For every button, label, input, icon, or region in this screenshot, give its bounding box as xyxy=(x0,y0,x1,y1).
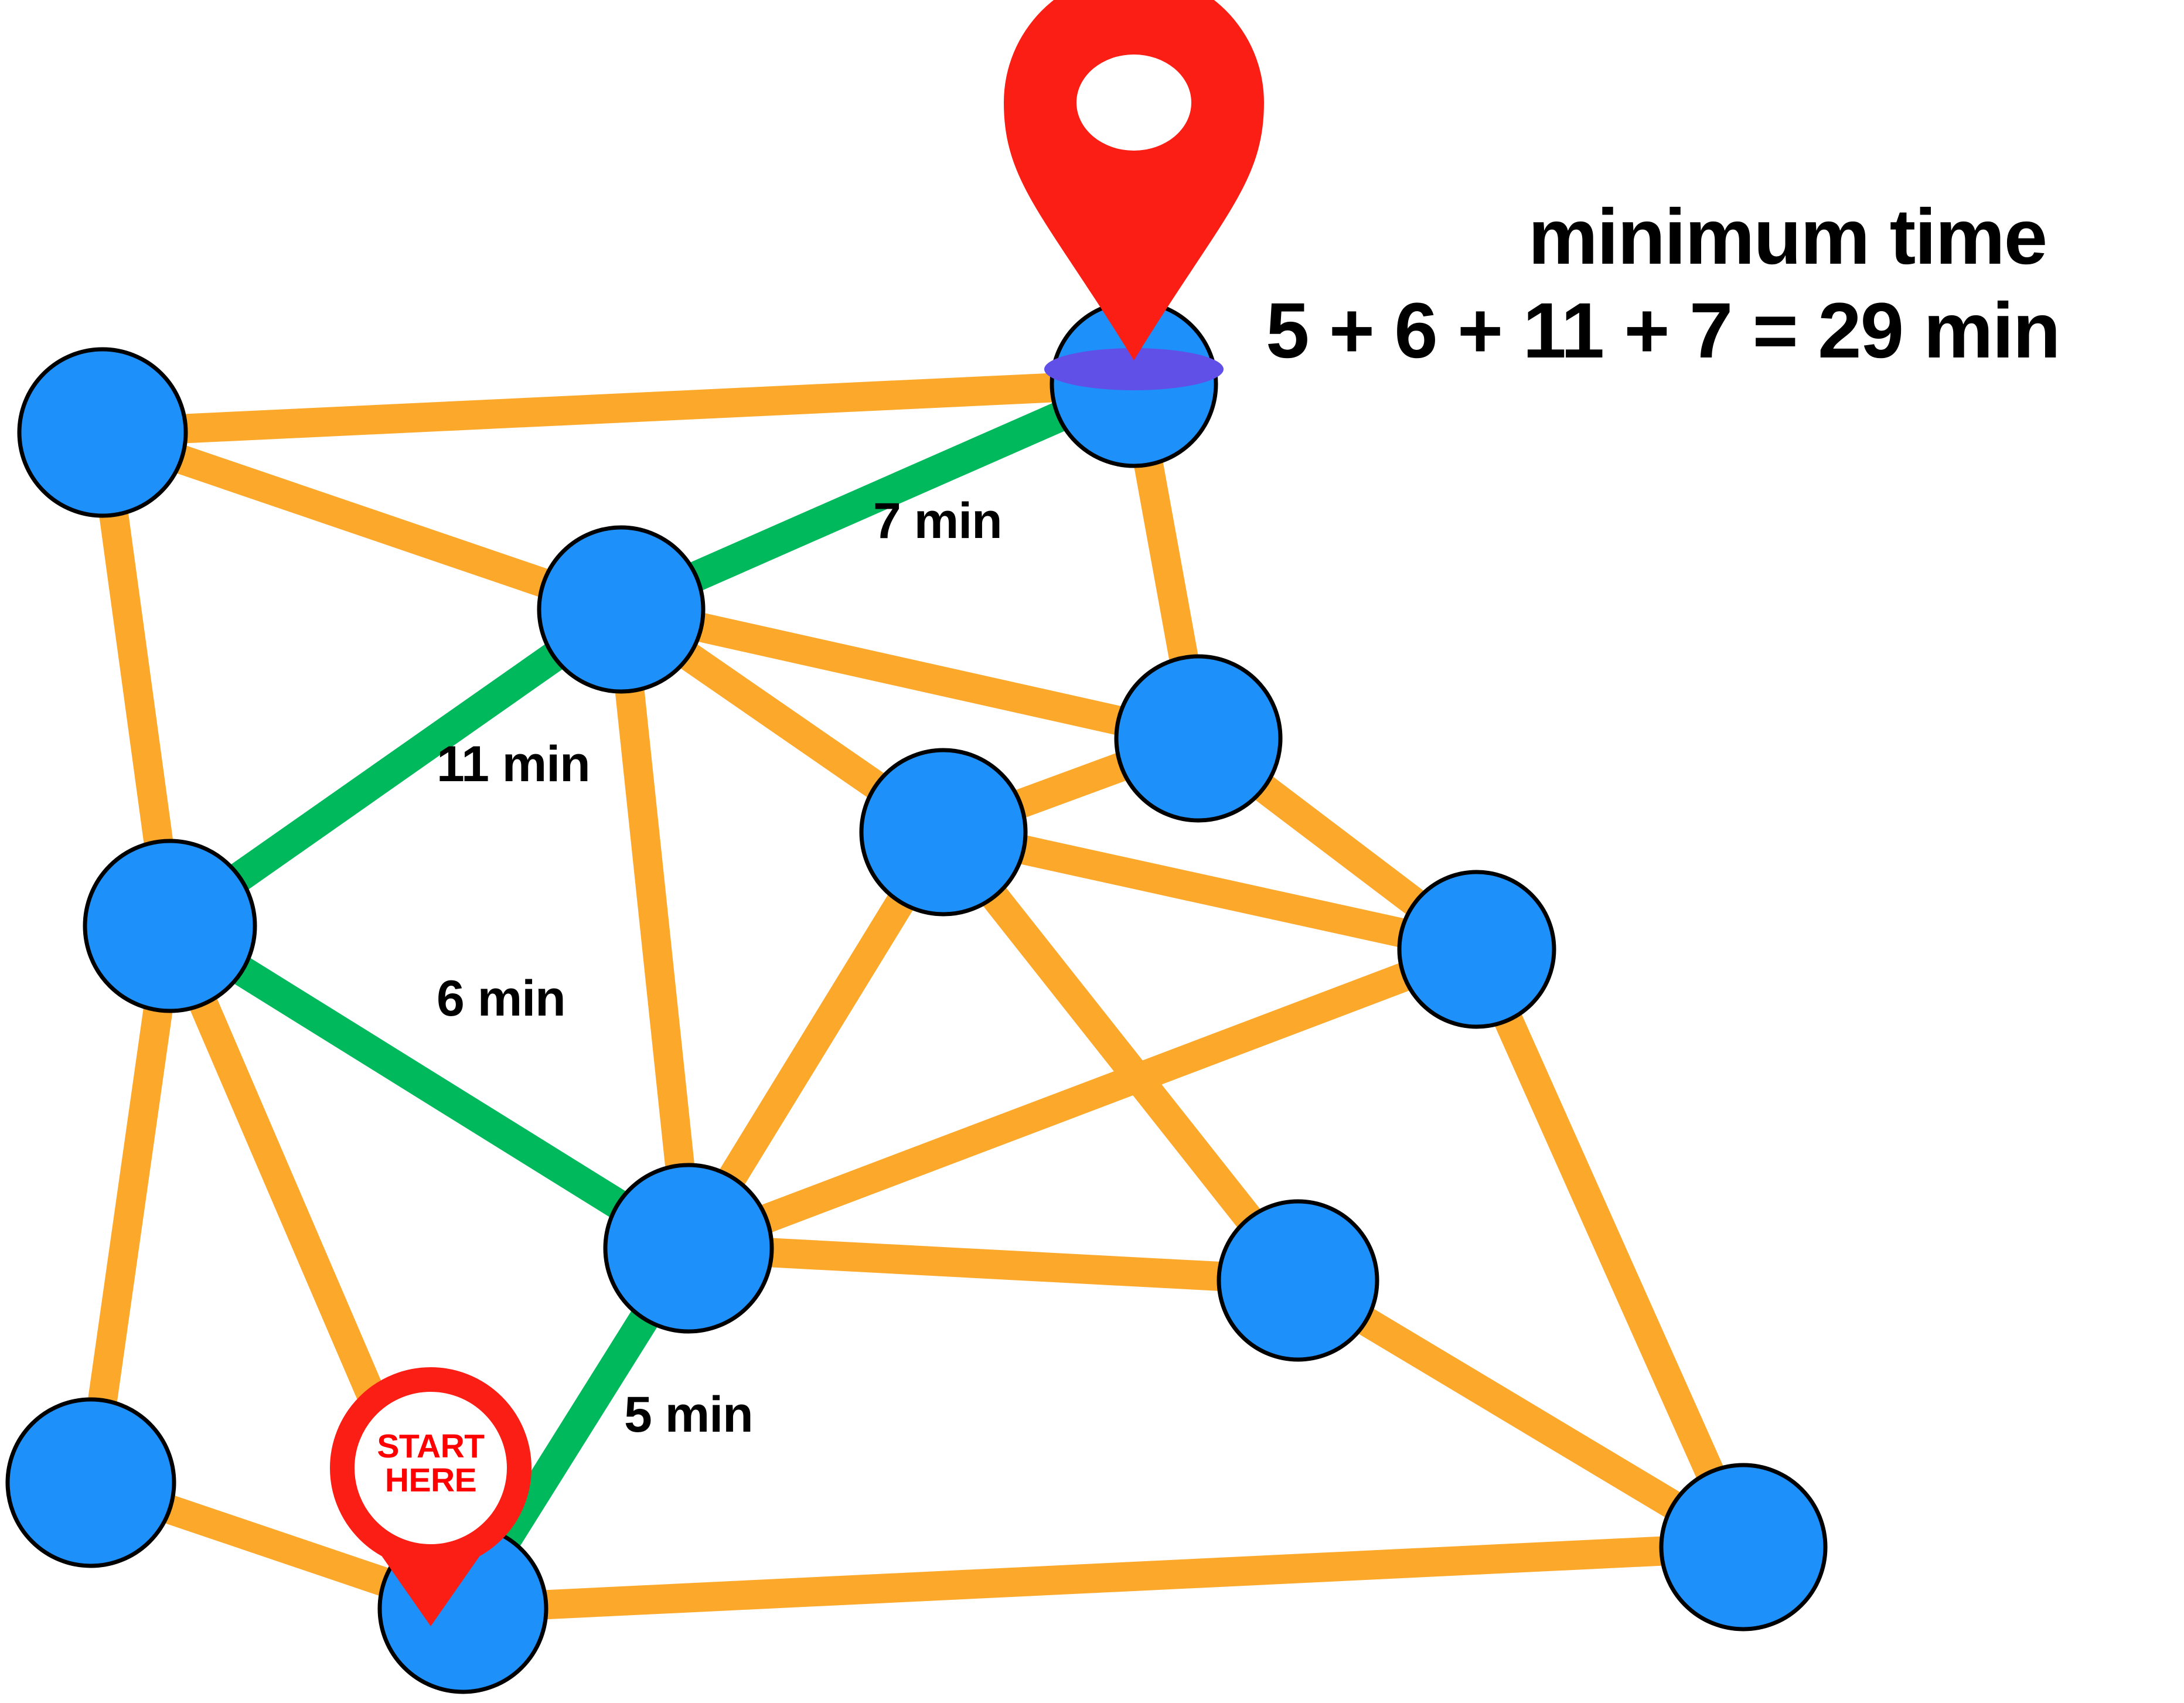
destination-pin-body xyxy=(1004,0,1264,360)
start-pin-ring xyxy=(330,1367,531,1569)
graph-node[interactable] xyxy=(1114,654,1283,823)
graph-edge xyxy=(607,608,703,1250)
edge-weight-label: 11 min xyxy=(437,736,591,792)
start-label-line1: START xyxy=(377,1428,485,1465)
graph-node[interactable] xyxy=(859,748,1028,917)
minimum-time-annotation: minimum time 5 + 6 + 11 + 7 = 29 min xyxy=(1266,193,2180,375)
graph-node[interactable] xyxy=(5,1397,176,1568)
graph-node[interactable] xyxy=(1217,1199,1379,1362)
graph-node[interactable] xyxy=(537,525,706,694)
annotation-title: minimum time xyxy=(1528,193,2047,281)
graph-edge xyxy=(97,418,626,624)
graph-node[interactable] xyxy=(1397,870,1556,1029)
destination-pin-hole xyxy=(1076,55,1191,151)
graph-edge xyxy=(1463,943,1757,1554)
graph-edge xyxy=(101,369,1135,447)
nodes-group xyxy=(5,299,1828,1694)
shortest-path-edge xyxy=(615,370,1140,624)
graph-edge xyxy=(1290,1268,1751,1560)
destination-highlight-ellipse xyxy=(1044,348,1224,390)
edge-weight-label: 6 min xyxy=(437,970,566,1027)
edge-weight-label: 5 min xyxy=(624,1387,754,1443)
graph-edge xyxy=(618,595,1202,753)
graph-edge xyxy=(76,924,185,1485)
graph-node[interactable] xyxy=(603,1163,774,1334)
annotation-equation: 5 + 6 + 11 + 7 = 29 min xyxy=(1266,287,2061,375)
graph-edge xyxy=(687,1234,1299,1295)
edge-weight-label: 7 min xyxy=(873,493,1003,549)
start-pin[interactable] xyxy=(330,1367,531,1626)
graph-node[interactable] xyxy=(83,839,257,1013)
graph-node[interactable] xyxy=(1659,1463,1828,1632)
markers-group xyxy=(330,0,1264,1626)
graph-edge xyxy=(940,818,1480,964)
graph-node[interactable] xyxy=(17,347,188,518)
destination-pin[interactable] xyxy=(1004,0,1264,360)
shortest-path-edge xyxy=(162,912,697,1262)
start-label-line2: HERE xyxy=(384,1462,477,1500)
shortest-path-edge xyxy=(161,597,630,939)
graph-edge xyxy=(932,823,1310,1290)
graph-edge xyxy=(462,1532,1745,1623)
graph-edge xyxy=(683,935,1482,1262)
start-here-label: START HERE xyxy=(331,1429,530,1497)
